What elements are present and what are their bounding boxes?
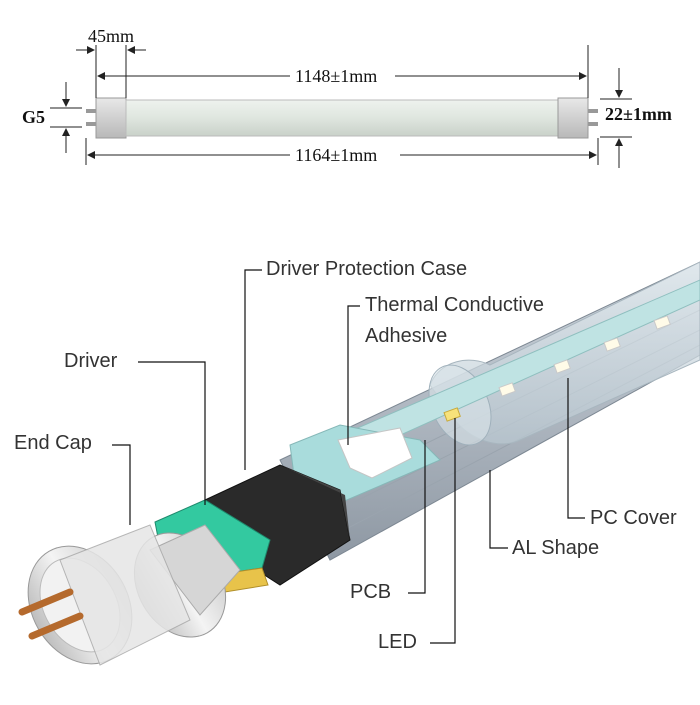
end-cap-pins xyxy=(18,588,84,640)
left-pin-top xyxy=(86,109,96,113)
thermal-adhesive-label-line1: Thermal Conductive xyxy=(365,294,544,316)
tube-side-view xyxy=(86,97,598,139)
cap-length-label: 45mm xyxy=(88,26,135,46)
pcb-label: PCB xyxy=(350,581,392,603)
right-pin-top xyxy=(588,109,598,113)
left-pin-bottom xyxy=(86,122,96,126)
leader-lines xyxy=(112,269,585,644)
thermal-adhesive-label-line2: Adhesive xyxy=(365,325,448,347)
dimension-lines xyxy=(50,45,632,168)
right-pin-bottom xyxy=(588,122,598,126)
pin-type-label: G5 xyxy=(22,107,46,127)
led-chips xyxy=(443,315,671,422)
body-length-label: 1148±1mm xyxy=(295,66,378,86)
exploded-view xyxy=(18,261,700,666)
al-shape-label: AL Shape xyxy=(512,537,600,559)
thermal-adhesive-shape xyxy=(337,427,413,479)
pc-cover-label: PC Cover xyxy=(590,507,677,529)
left-end-cap-shape xyxy=(95,97,127,139)
driver-label: Driver xyxy=(64,350,118,372)
end-cap-shape xyxy=(27,524,241,666)
end-cap-label: End Cap xyxy=(14,432,92,454)
total-length-label: 1164±1mm xyxy=(295,145,378,165)
diameter-label: 22±1mm xyxy=(605,104,672,124)
driver-protection-case-label: Driver Protection Case xyxy=(266,258,468,280)
tube-body-shape xyxy=(125,99,559,137)
right-end-cap-shape xyxy=(557,97,589,139)
led-label: LED xyxy=(378,631,417,653)
